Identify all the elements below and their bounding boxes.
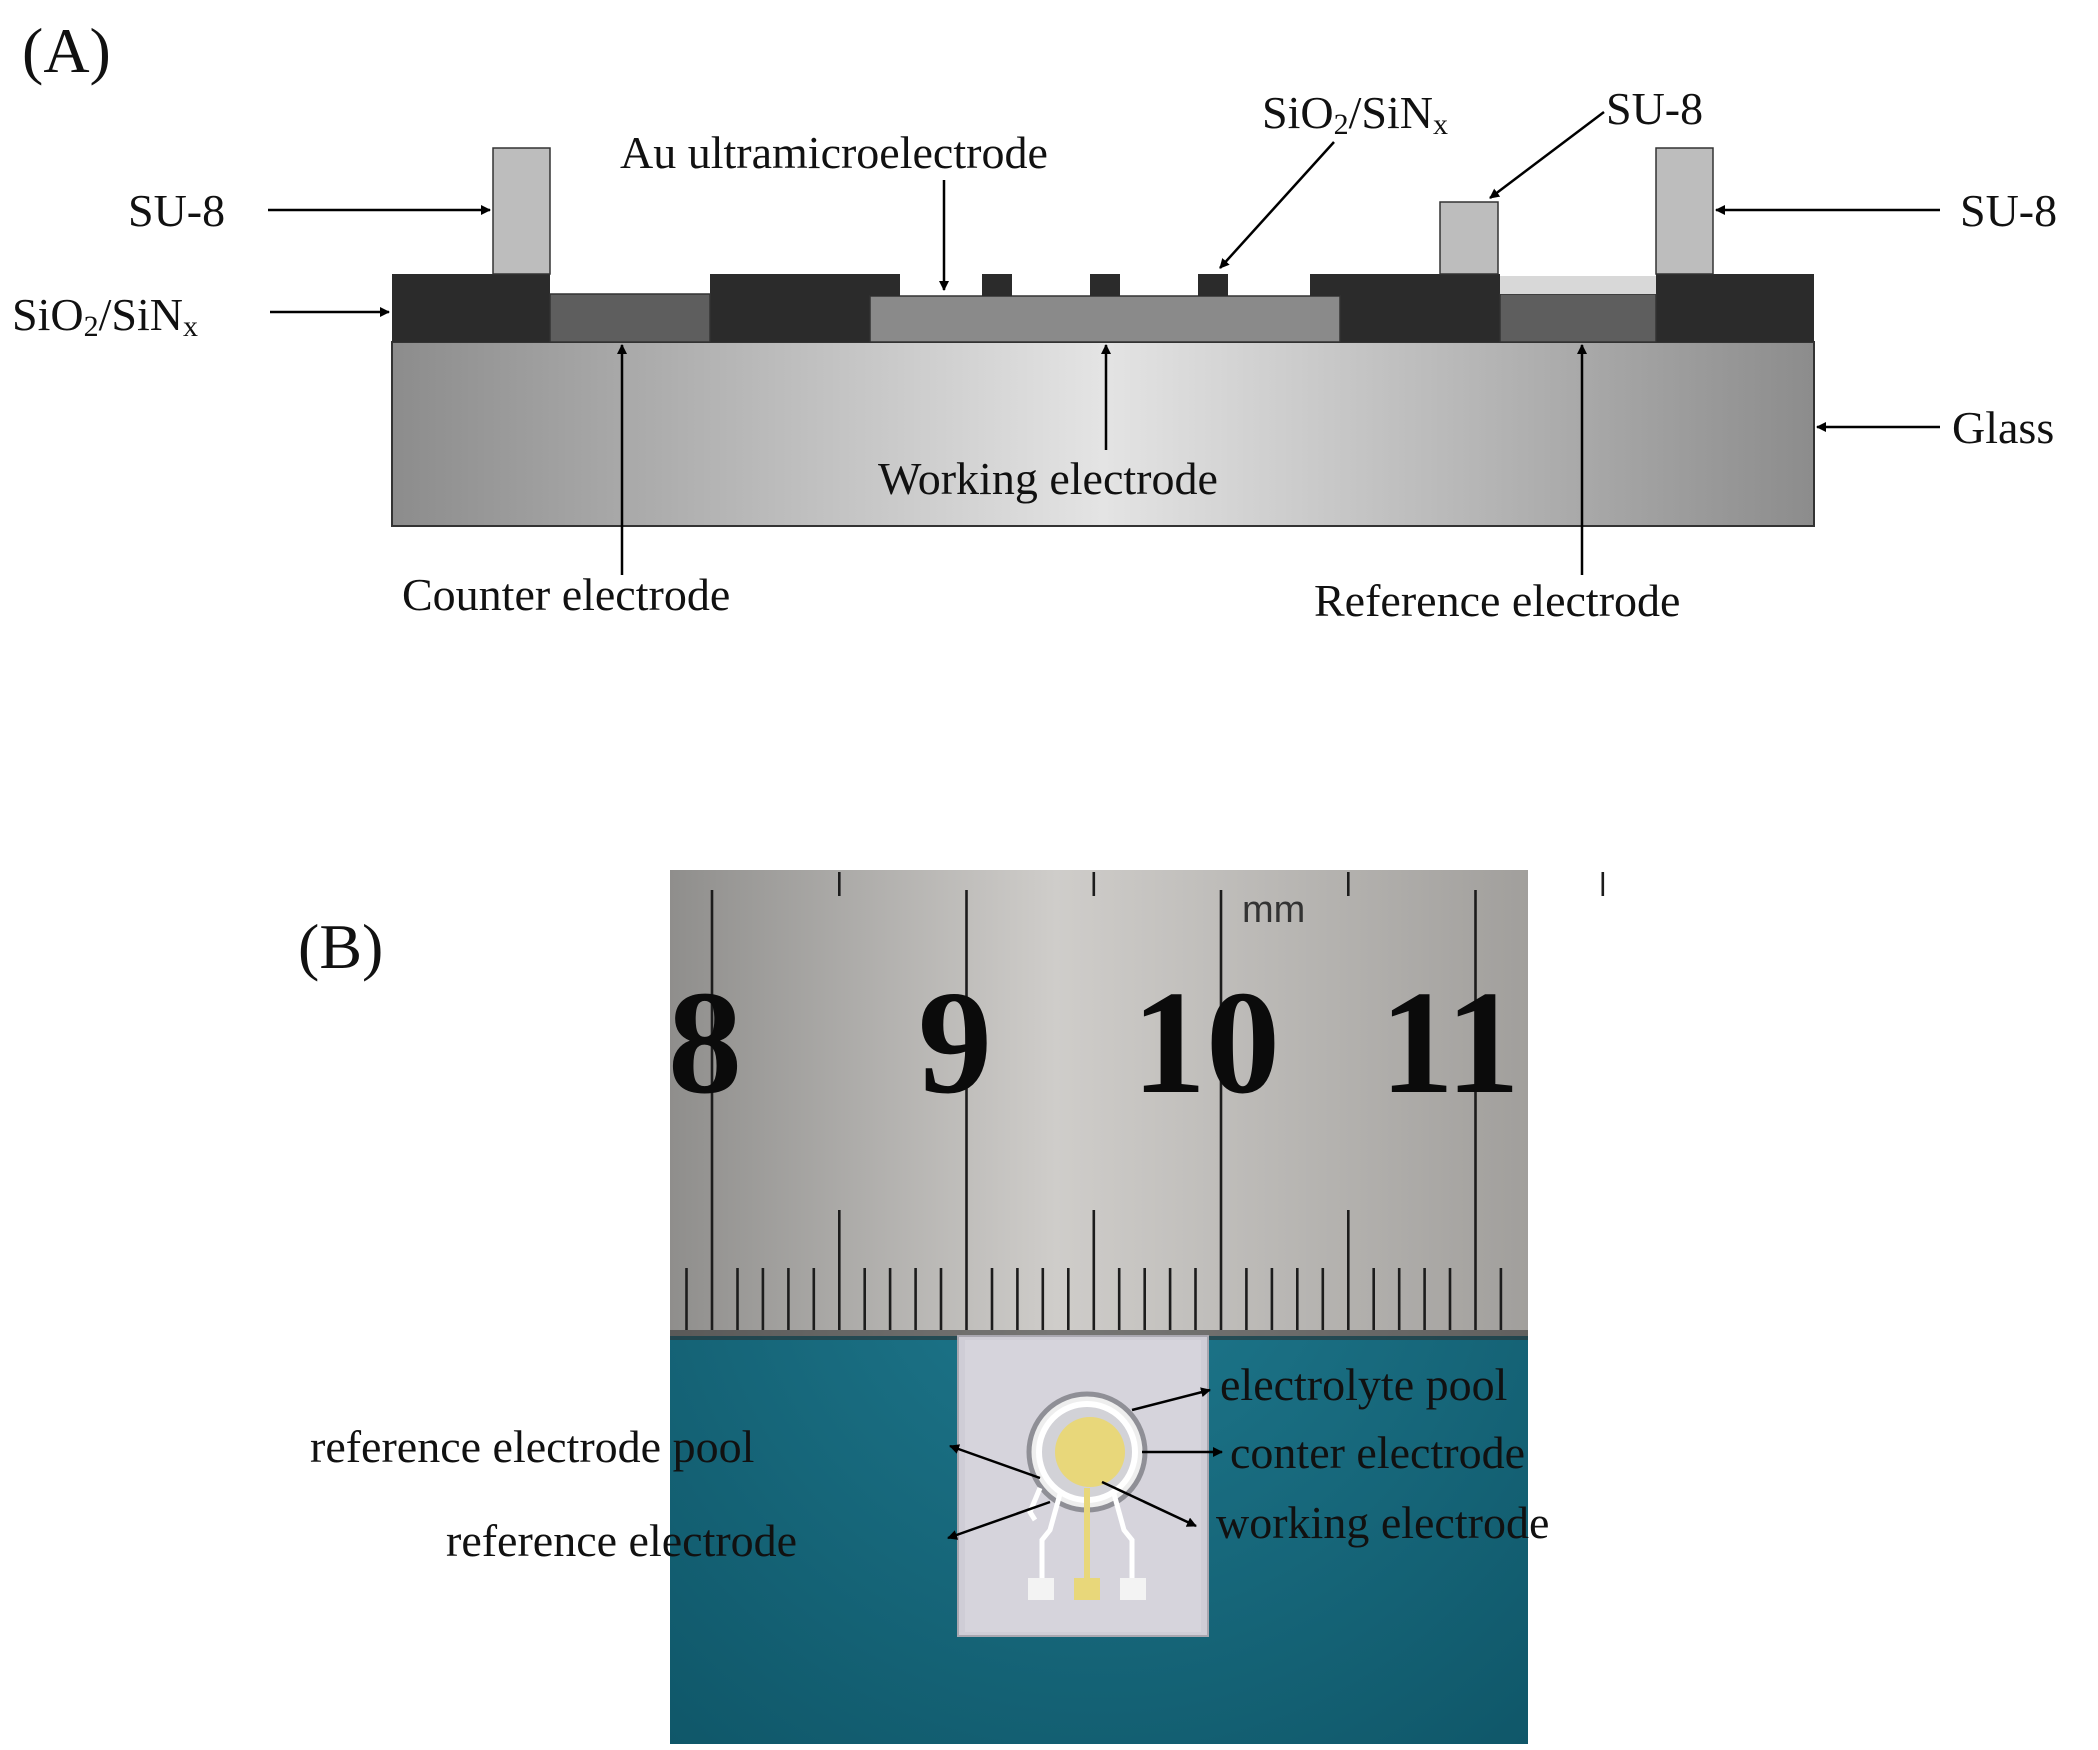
label-glass: Glass: [1952, 402, 2054, 453]
insulator-block-mid: [710, 274, 870, 342]
electrode-traces: [1027, 1487, 1135, 1580]
su8-pillar-right: [1655, 147, 1714, 275]
ruler: [670, 870, 1528, 1336]
panel-b: (B) 8 9 10 11 mm: [298, 870, 1605, 1744]
arrow-reference-pool: [949, 1444, 1041, 1480]
insulator-block-right-center: [1340, 274, 1500, 342]
reference-electrode-layer: [1499, 293, 1657, 343]
label-working-electrode-b: working electrode: [1216, 1497, 1549, 1548]
label-reference-pool: reference electrode pool: [310, 1421, 754, 1472]
panel-a: (A): [12, 15, 2057, 626]
label-su8-left: SU-8: [128, 185, 225, 236]
label-sio2-left: SiO2/SiNx: [12, 289, 198, 343]
label-conter-electrode: conter electrode: [1230, 1427, 1525, 1478]
arrow-electrolyte-pool: [1131, 1387, 1211, 1412]
insulator-bump: [870, 274, 900, 296]
su8-pillar-mid: [1439, 201, 1499, 275]
counter-electrode-layer: [549, 293, 711, 343]
contact-pad-left: [1028, 1578, 1054, 1600]
reference-pool-layer: [1500, 276, 1656, 294]
working-electrode-layer: [869, 295, 1341, 343]
label-reference-electrode-b: reference electrode: [446, 1515, 797, 1566]
ruler-unit: mm: [1242, 889, 1305, 931]
label-electrolyte-pool: electrolyte pool: [1220, 1359, 1507, 1410]
arrow-sio2-top: [1219, 141, 1335, 269]
arrow-reference-electrode: [947, 1500, 1051, 1540]
panel-a-label: (A): [22, 15, 111, 86]
label-au-ume: Au ultramicroelectrode: [620, 127, 1048, 178]
working-electrode-disk: [1055, 1417, 1125, 1487]
insulator-bump: [1198, 274, 1228, 296]
ruler-number-8: 8: [668, 961, 742, 1125]
ruler-number-11: 11: [1380, 961, 1520, 1125]
contact-pad-center: [1074, 1578, 1100, 1600]
ruler-ticks: [685, 872, 1605, 1330]
label-su8-right: SU-8: [1960, 185, 2057, 236]
insulator-bump: [1310, 274, 1340, 296]
su8-pillar-left: [492, 147, 551, 275]
insulator-bump: [982, 274, 1012, 296]
ruler-number-9: 9: [918, 961, 992, 1125]
label-working-electrode: Working electrode: [878, 453, 1218, 504]
glass-substrate: [391, 341, 1815, 527]
arrow-working-electrode: [1101, 1480, 1197, 1528]
ruler-number-10: 10: [1132, 961, 1280, 1125]
label-counter-electrode: Counter electrode: [402, 569, 730, 620]
insulator-block-left: [392, 274, 550, 342]
arrow-su8-top: [1489, 111, 1605, 199]
label-su8-top: SU-8: [1606, 83, 1703, 134]
label-sio2-top: SiO2/SiNx: [1262, 87, 1448, 141]
insulator-block-right: [1656, 274, 1814, 342]
insulator-bump: [1090, 274, 1120, 296]
panel-b-label: (B): [298, 911, 383, 982]
label-reference-electrode: Reference electrode: [1314, 575, 1680, 626]
contact-pad-right: [1120, 1578, 1146, 1600]
